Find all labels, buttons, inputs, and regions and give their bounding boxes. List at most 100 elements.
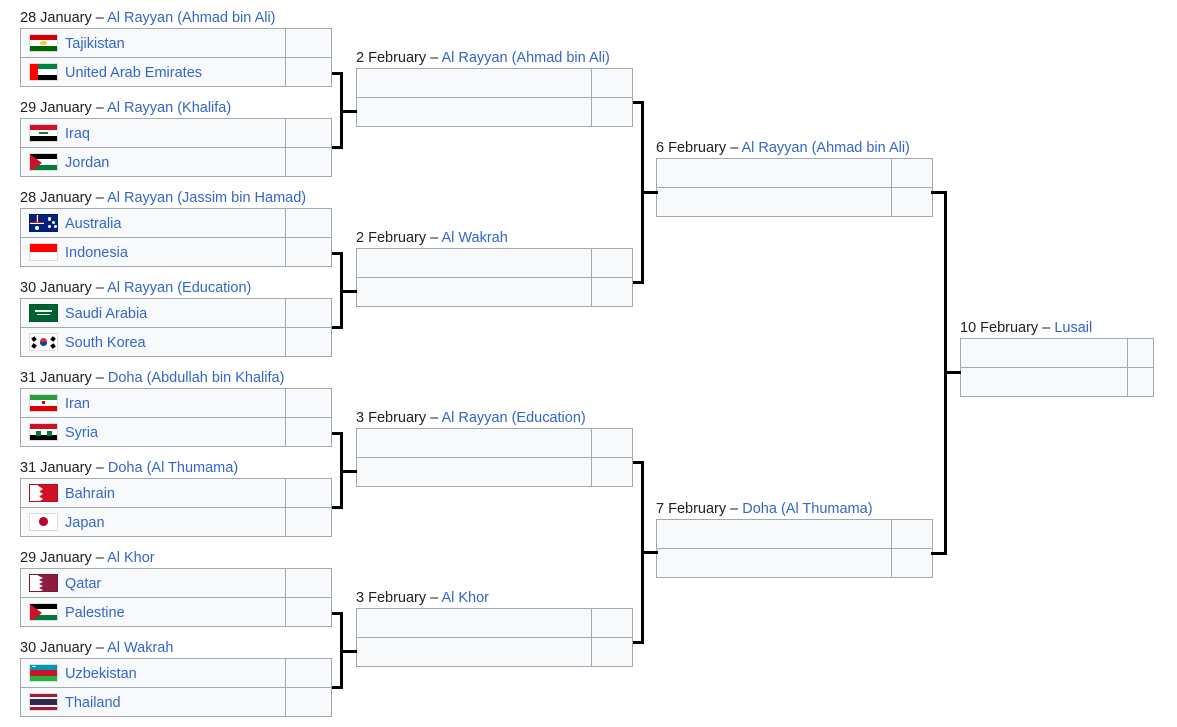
team-cell (356, 97, 592, 127)
match-venue-link[interactable]: Al Khor (441, 590, 490, 606)
team-cell: Jordan (20, 147, 286, 177)
team-cell: Saudi Arabia (20, 298, 286, 328)
match-venue-link[interactable]: Doha (Abdullah bin Khalifa) (107, 370, 285, 386)
match-row: Japan (20, 507, 332, 537)
match-venue-link[interactable]: Al Wakrah (441, 230, 508, 246)
match-venue-link[interactable]: Al Rayyan (Ahmad bin Ali) (441, 50, 610, 66)
match-venue-link[interactable]: Al Rayyan (Ahmad bin Ali) (107, 10, 276, 26)
team-name-link[interactable]: Indonesia (65, 245, 128, 262)
connector-r3-final-spine (944, 191, 947, 555)
team-cell (656, 519, 892, 549)
match-venue-link[interactable]: Al Khor (107, 550, 155, 566)
score-cell (591, 68, 633, 98)
header-separator: – (91, 190, 108, 206)
match-date: 2 February (356, 230, 427, 246)
match-venue-link[interactable]: Al Wakrah (107, 640, 174, 656)
flag-icon-thailand (29, 692, 58, 711)
match-venue-link[interactable]: Doha (Al Thumama) (742, 501, 873, 517)
team-cell (356, 68, 592, 98)
team-name-link[interactable]: Iraq (65, 126, 90, 143)
team-name-link[interactable]: Thailand (65, 695, 121, 712)
score-cell (285, 118, 332, 148)
connector-r1-r2-bottom-arm-1 (332, 146, 341, 149)
score-cell (591, 637, 633, 667)
team-name-link[interactable]: Palestine (65, 605, 125, 622)
team-name-link[interactable]: Bahrain (65, 486, 115, 503)
match-header: 28 January – Al Rayyan (Jassim bin Hamad… (20, 188, 306, 208)
match-row: Thailand (20, 687, 332, 717)
match-venue-link[interactable]: Al Rayyan (Khalifa) (107, 100, 232, 116)
team-name-link[interactable]: South Korea (65, 335, 146, 352)
flag-icon-syria (29, 422, 58, 441)
flag-icon-japan (29, 512, 58, 531)
match-date: 30 January (20, 640, 92, 656)
score-cell (591, 457, 633, 487)
match-date: 2 February (356, 50, 427, 66)
team-name-link[interactable]: Australia (65, 216, 122, 233)
team-cell: United Arab Emirates (20, 57, 286, 87)
match-header: 2 February – Al Wakrah (356, 228, 508, 248)
connector-r2-r3-spine-2 (641, 461, 644, 644)
match-row (356, 248, 633, 278)
header-separator: – (426, 590, 442, 606)
connector-r2-r3-out-2 (644, 551, 658, 554)
header-separator: – (91, 460, 108, 476)
match-venue-link[interactable]: Al Rayyan (Education) (441, 410, 586, 426)
team-name-link[interactable]: Qatar (65, 576, 102, 593)
team-cell (356, 457, 592, 487)
team-name-link[interactable]: Jordan (65, 155, 110, 172)
match-venue-link[interactable]: Al Rayyan (Education) (107, 280, 252, 296)
team-cell: Japan (20, 507, 286, 537)
match-row: Palestine (20, 597, 332, 627)
connector-r2-r3-top-arm-2 (633, 461, 642, 464)
team-name-link[interactable]: Iran (65, 396, 90, 413)
flag-icon-indonesia (29, 242, 58, 261)
match-venue-link[interactable]: Al Rayyan (Jassim bin Hamad) (107, 190, 307, 206)
match-row: Australia (20, 208, 332, 238)
team-name-link[interactable]: Uzbekistan (65, 666, 137, 683)
team-cell (356, 637, 592, 667)
team-cell: Iran (20, 388, 286, 418)
match-header: 31 January – Doha (Al Thumama) (20, 458, 238, 478)
header-separator: – (91, 550, 108, 566)
team-cell (656, 158, 892, 188)
team-name-link[interactable]: Tajikistan (65, 36, 125, 53)
match-venue-link[interactable]: Lusail (1054, 320, 1093, 336)
header-separator: – (91, 10, 108, 26)
header-separator: – (426, 50, 442, 66)
score-cell (591, 97, 633, 127)
team-cell: Australia (20, 208, 286, 238)
match-venue-link[interactable]: Doha (Al Thumama) (107, 460, 239, 476)
score-cell (591, 248, 633, 278)
team-cell: Palestine (20, 597, 286, 627)
match-header: 30 January – Al Rayyan (Education) (20, 278, 251, 298)
team-name-link[interactable]: United Arab Emirates (65, 65, 203, 82)
connector-r1-r2-out-1 (343, 110, 357, 113)
flag-icon-iran (29, 393, 58, 412)
team-cell (656, 548, 892, 578)
match-header: 29 January – Al Khor (20, 548, 155, 568)
team-cell (356, 277, 592, 307)
match-venue-link[interactable]: Al Rayyan (Ahmad bin Ali) (741, 140, 910, 156)
flag-icon-uae (29, 62, 58, 81)
match-row (960, 367, 1154, 397)
team-name-link[interactable]: Syria (65, 425, 99, 442)
match-row (356, 637, 633, 667)
flag-icon-bahrain (29, 483, 58, 502)
score-cell (1127, 338, 1154, 368)
team-name-link[interactable]: Japan (65, 515, 105, 532)
connector-r1-r2-spine-3 (340, 432, 343, 509)
score-cell (285, 57, 332, 87)
match-header: 2 February – Al Rayyan (Ahmad bin Ali) (356, 48, 610, 68)
match-date: 3 February (356, 410, 427, 426)
flag-icon-qatar (29, 573, 58, 592)
score-cell (591, 428, 633, 458)
match-table (356, 608, 633, 667)
match-date: 10 February (960, 320, 1039, 336)
team-name-link[interactable]: Saudi Arabia (65, 306, 148, 323)
header-separator: – (91, 640, 108, 656)
